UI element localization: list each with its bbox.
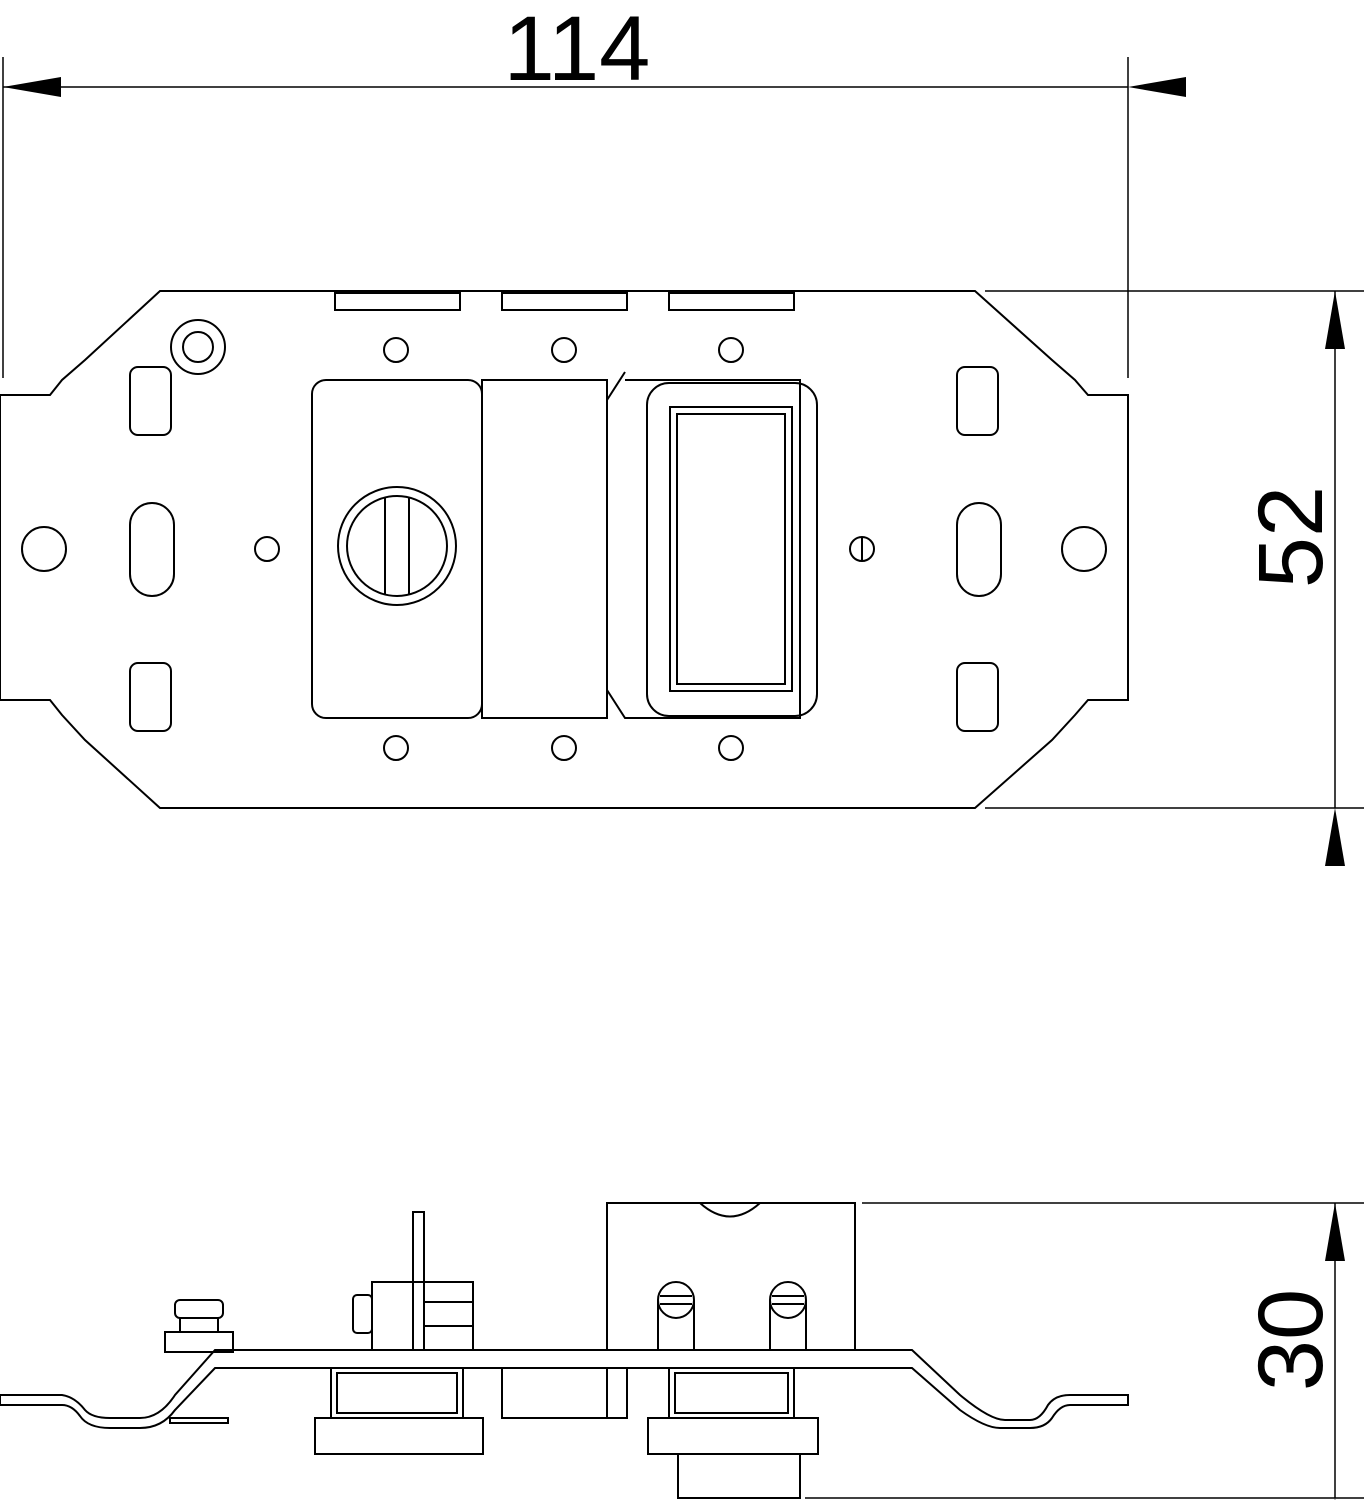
- width-dimension: 114: [2, 0, 1186, 378]
- depth-dimension: 30: [805, 1202, 1364, 1500]
- terminal-screw-icon: [657, 1281, 695, 1319]
- switch-housing: [606, 1202, 856, 1351]
- width-dimension-label: 114: [504, 0, 651, 100]
- height-dimension: 52: [985, 290, 1364, 866]
- switch-module: [646, 382, 818, 717]
- side-view: [0, 1202, 1129, 1499]
- depth-dimension-label: 30: [1240, 1289, 1342, 1391]
- terminal-screw-icon: [769, 1281, 807, 1319]
- plate-profile: [0, 1349, 1129, 1429]
- rotary-knob-icon: [337, 486, 457, 606]
- top-view: [0, 290, 1129, 809]
- mounting-plate-outline: [0, 290, 1129, 809]
- height-dimension-label: 52: [1240, 486, 1342, 588]
- ground-screw-icon: [170, 319, 226, 375]
